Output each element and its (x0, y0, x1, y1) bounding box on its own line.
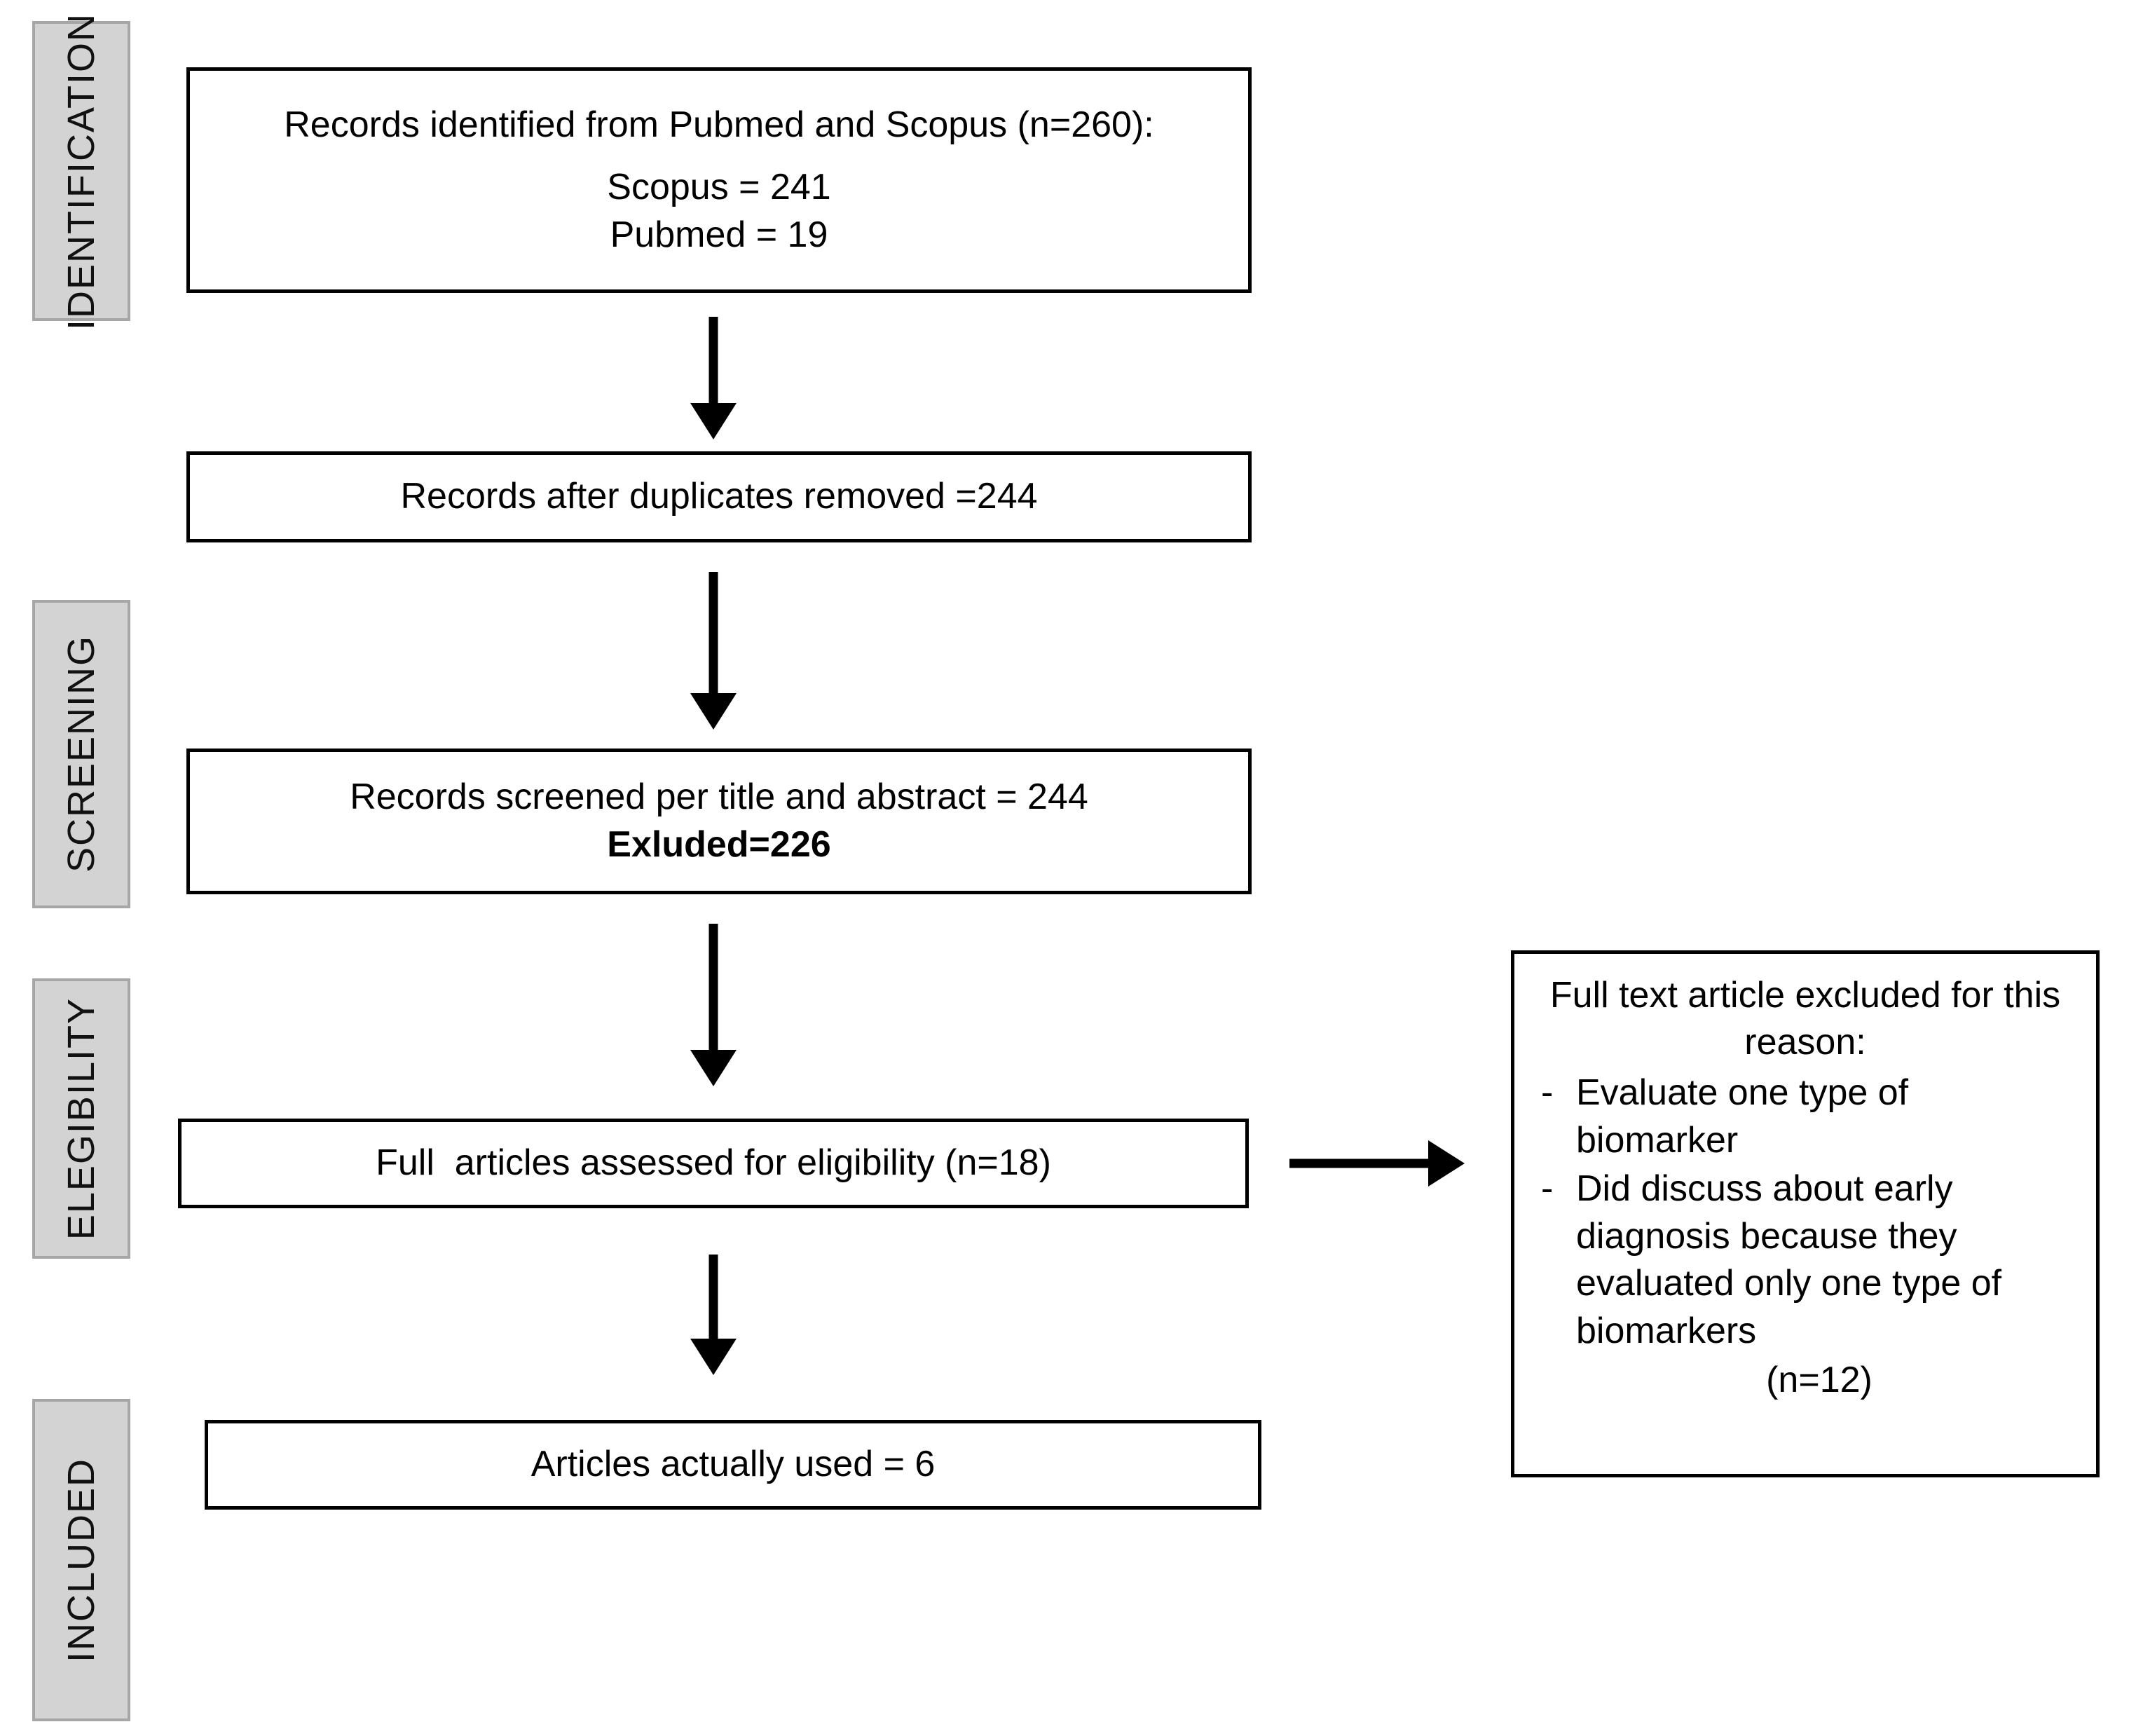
box-records-screened-excluded: Exluded=226 (607, 824, 831, 865)
arrow-shaft (708, 572, 718, 697)
box-duplicates-removed-line-1: Records after duplicates removed =244 (400, 476, 1038, 517)
stage-bar-screening: SCREENING (32, 600, 130, 908)
stage-bar-eligibility: ELEGIBILITY (32, 978, 130, 1259)
arrow-head (690, 1339, 737, 1375)
bullet-dash-icon: - (1541, 1072, 1554, 1114)
exclusion-reason-item: - Evaluate one type of biomarker (1533, 1069, 2078, 1164)
box-full-articles-assessed-line-1: Full articles assessed for eligibility (… (376, 1142, 1051, 1184)
arrow-head (690, 403, 737, 439)
exclusion-reason-item: - Did discuss about early diagnosis beca… (1533, 1166, 2078, 1355)
box-records-identified: Records identified from Pubmed and Scopu… (186, 67, 1252, 293)
box-records-identified-line-2: Scopus = 241 (607, 167, 831, 208)
bullet-dash-icon: - (1541, 1168, 1554, 1210)
stage-label-eligibility: ELEGIBILITY (60, 997, 102, 1241)
arrow-shaft (1289, 1159, 1430, 1168)
stage-bar-included: INCLUDED (32, 1399, 130, 1721)
box-full-articles-assessed: Full articles assessed for eligibility (… (178, 1119, 1249, 1208)
exclusion-title: Full text article excluded for this reas… (1549, 975, 2061, 1062)
arrow-head (690, 693, 737, 730)
stage-label-screening: SCREENING (60, 635, 102, 873)
exclusion-reason-text: Did discuss about early diagnosis becaus… (1576, 1168, 2002, 1352)
box-records-identified-line-3: Pubmed = 19 (610, 214, 828, 255)
arrow-head (690, 1050, 737, 1086)
stage-label-included: INCLUDED (60, 1457, 102, 1663)
box-full-text-excluded: Full text article excluded for this reas… (1511, 950, 2100, 1477)
arrow-duplicates-to-screened (690, 572, 737, 730)
stage-bar-identification: IDENTIFICATION (32, 13, 130, 330)
exclusion-reason-text: Evaluate one type of biomarker (1576, 1072, 1909, 1161)
arrow-shaft (708, 1255, 718, 1342)
box-duplicates-removed: Records after duplicates removed =244 (186, 451, 1252, 542)
exclusion-reason-list: - Evaluate one type of biomarker - Did d… (1533, 1069, 2078, 1357)
exclusion-count: (n=12) (1766, 1359, 1873, 1400)
arrow-head (1428, 1140, 1465, 1187)
arrow-fulltext-to-used (690, 1255, 737, 1375)
box-records-screened: Records screened per title and abstract … (186, 749, 1252, 894)
box-articles-used: Articles actually used = 6 (205, 1420, 1261, 1510)
arrow-shaft (708, 924, 718, 1053)
arrow-shaft (708, 317, 718, 406)
arrow-fulltext-to-excluded (1289, 1140, 1465, 1187)
arrow-screened-to-fulltext (690, 924, 737, 1086)
box-records-identified-line-1: Records identified from Pubmed and Scopu… (284, 104, 1154, 145)
box-records-screened-line-1: Records screened per title and abstract … (350, 777, 1088, 818)
arrow-identified-to-duplicates (690, 317, 737, 439)
stage-label-identification: IDENTIFICATION (60, 12, 102, 330)
box-articles-used-line-1: Articles actually used = 6 (530, 1444, 936, 1485)
